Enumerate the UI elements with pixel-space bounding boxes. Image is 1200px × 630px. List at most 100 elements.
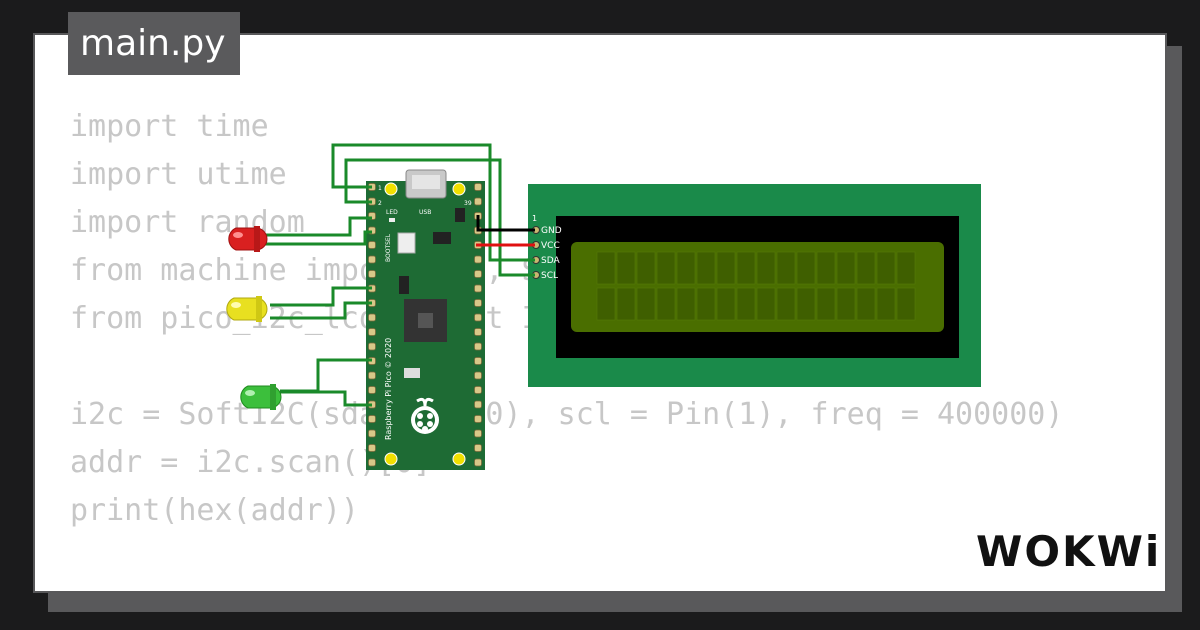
pico-pin[interactable] bbox=[368, 444, 376, 452]
lcd-character-cell bbox=[776, 287, 796, 321]
lcd-character-cell bbox=[776, 251, 796, 285]
mount-hole bbox=[452, 452, 466, 466]
pico-pin[interactable] bbox=[368, 458, 376, 467]
lcd-pin-scl-label: SCL bbox=[541, 271, 558, 281]
lcd-pin-vcc-label: VCC bbox=[541, 241, 560, 251]
lcd-display[interactable]: 1 GND VCC SDA SCL bbox=[528, 184, 981, 387]
pico-pin[interactable] bbox=[474, 371, 482, 380]
pico-pin[interactable] bbox=[368, 313, 376, 322]
yellow-led[interactable] bbox=[226, 296, 268, 322]
red-led[interactable] bbox=[228, 226, 268, 252]
bootsel-label: BOOTSEL bbox=[385, 233, 392, 262]
pico-pin[interactable] bbox=[474, 328, 482, 336]
lcd-character-cell bbox=[836, 287, 856, 321]
pico-pin[interactable] bbox=[474, 197, 482, 206]
lcd-character-grid bbox=[596, 251, 916, 321]
pico-pin[interactable] bbox=[474, 458, 482, 467]
wire-green-led-anode bbox=[280, 358, 372, 393]
pico-pin[interactable] bbox=[474, 386, 482, 394]
file-tab[interactable]: main.py bbox=[68, 12, 240, 75]
pin-39-label: 39 bbox=[464, 200, 472, 207]
pico-pin[interactable] bbox=[474, 183, 482, 191]
lcd-character-cell bbox=[616, 251, 636, 285]
onboard-led bbox=[389, 218, 395, 222]
board-print: Raspberry Pi Pico © 2020 bbox=[384, 338, 393, 440]
code-line: import time bbox=[70, 109, 269, 144]
lcd-character-cell bbox=[876, 251, 896, 285]
pico-pin[interactable] bbox=[368, 255, 376, 264]
wires bbox=[260, 143, 535, 407]
wokwi-logo: WOKWi bbox=[976, 527, 1162, 576]
lcd-character-cell bbox=[636, 251, 656, 285]
lcd-character-cell bbox=[616, 287, 636, 321]
pico-pin[interactable] bbox=[474, 429, 482, 438]
rp2040-logo bbox=[418, 313, 433, 328]
lcd-character-cell bbox=[676, 251, 696, 285]
pico-pin[interactable] bbox=[368, 415, 376, 423]
lcd-character-cell bbox=[896, 287, 916, 321]
pico-pin[interactable] bbox=[474, 400, 482, 409]
pico-pin[interactable] bbox=[368, 386, 376, 394]
lcd-character-cell bbox=[816, 287, 836, 321]
green-led[interactable] bbox=[240, 384, 282, 410]
wire-yellow-led-anode bbox=[270, 286, 372, 307]
usb-connector-inner bbox=[412, 175, 440, 189]
lcd-character-cell bbox=[716, 251, 736, 285]
lcd-character-cell bbox=[756, 251, 776, 285]
lcd-pin-header: 1 GND VCC SDA SCL bbox=[532, 214, 562, 281]
pico-pin[interactable] bbox=[368, 371, 376, 380]
lcd-character-cell bbox=[736, 251, 756, 285]
lcd-character-cell bbox=[716, 287, 736, 321]
lcd-character-cell bbox=[636, 287, 656, 321]
chip-regulator bbox=[455, 208, 465, 222]
pico-component bbox=[404, 368, 420, 378]
chip-flash bbox=[399, 276, 409, 294]
lcd-character-cell bbox=[876, 287, 896, 321]
wire-red-led-cathode bbox=[260, 230, 372, 246]
lcd-character-cell bbox=[756, 287, 776, 321]
lcd-character-cell bbox=[656, 287, 676, 321]
lcd-character-cell bbox=[836, 251, 856, 285]
pico-pin[interactable] bbox=[474, 299, 482, 307]
pico-pin[interactable] bbox=[368, 328, 376, 336]
mount-hole bbox=[384, 452, 398, 466]
wire-red-led-anode bbox=[260, 216, 372, 237]
lcd-character-cell bbox=[796, 251, 816, 285]
wire-yellow-led-cathode bbox=[270, 301, 372, 320]
pico-pin[interactable] bbox=[474, 415, 482, 423]
raspberry-pi-pico[interactable]: USB LED 1 2 39 BOOTSEL Raspberry Pi Pico… bbox=[366, 169, 485, 470]
lcd-character-cell bbox=[816, 251, 836, 285]
code-line: print(hex(addr)) bbox=[70, 493, 359, 528]
code-line: addr = i2c.scan()[0] bbox=[70, 445, 432, 480]
led-label: LED bbox=[386, 209, 398, 216]
pico-pin[interactable] bbox=[368, 342, 376, 351]
lcd-pin-1-label: 1 bbox=[532, 214, 537, 223]
pico-pin[interactable] bbox=[474, 313, 482, 322]
bootsel-button bbox=[397, 232, 416, 254]
code-line: lcd = I2cLcd(i2c, addr, 16,2) bbox=[70, 583, 1063, 591]
pico-pin[interactable] bbox=[368, 241, 376, 249]
pico-pin-headers bbox=[368, 183, 482, 467]
lcd-character-cell bbox=[736, 287, 756, 321]
usb-label: USB bbox=[419, 209, 431, 216]
pico-pin[interactable] bbox=[368, 429, 376, 438]
pico-pin[interactable] bbox=[474, 255, 482, 264]
pico-pin[interactable] bbox=[474, 342, 482, 351]
pico-pin[interactable] bbox=[474, 284, 482, 293]
lcd-character-cell bbox=[656, 251, 676, 285]
wire-gnd bbox=[476, 215, 535, 232]
mount-hole bbox=[384, 182, 398, 196]
lcd-pin-sda-label: SDA bbox=[541, 256, 560, 266]
wire-green-led-cathode bbox=[280, 390, 372, 407]
pin-1-label: 1 bbox=[378, 185, 382, 192]
lcd-character-cell bbox=[596, 251, 616, 285]
lcd-character-cell bbox=[796, 287, 816, 321]
pico-pin[interactable] bbox=[474, 357, 482, 365]
pico-pin[interactable] bbox=[474, 444, 482, 452]
wire-sda bbox=[331, 143, 535, 262]
pico-pin[interactable] bbox=[474, 270, 482, 278]
lcd-character-cell bbox=[856, 251, 876, 285]
pico-pin[interactable] bbox=[368, 270, 376, 278]
chip-small bbox=[433, 232, 451, 244]
